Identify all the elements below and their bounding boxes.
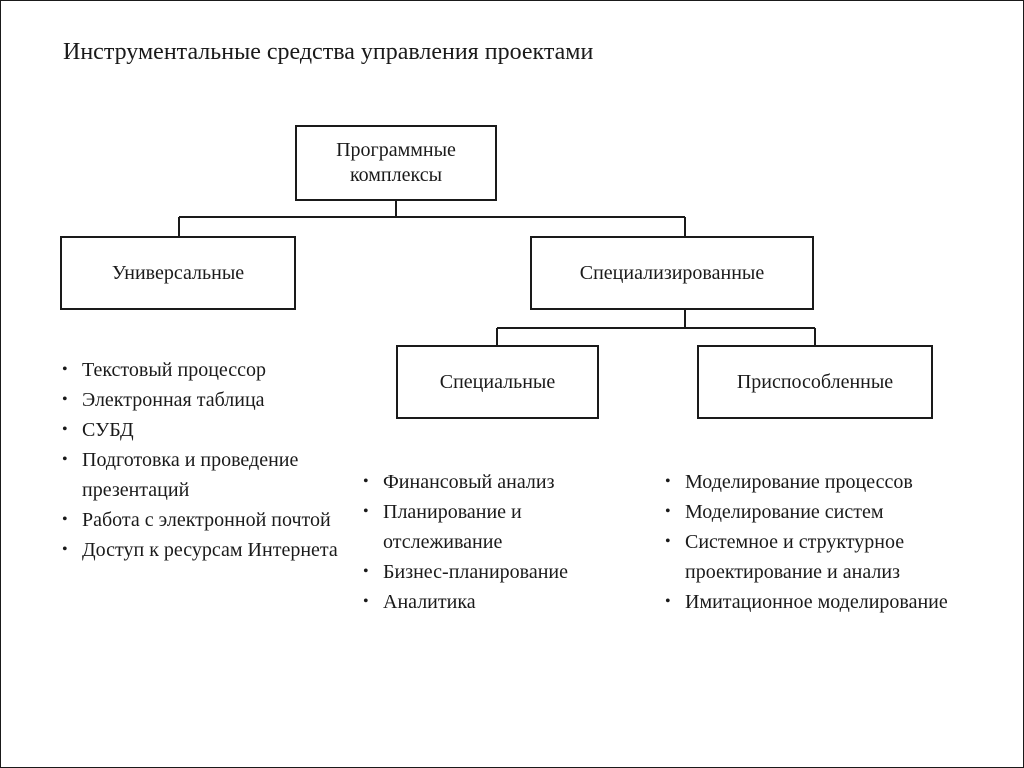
box-adapted: Приспособленные (697, 345, 933, 419)
list-item: Работа с электронной почтой (60, 505, 350, 535)
box-special-label: Специальные (439, 370, 556, 393)
box-universal-label: Универсальные (111, 261, 245, 284)
list-item: СУБД (60, 415, 350, 445)
box-root-line2: комплексы (349, 164, 443, 186)
list-item: Электронная таблица (60, 385, 350, 415)
list-item: Бизнес-планирование (361, 557, 621, 587)
list-item: Имитационное моделирование (663, 587, 983, 617)
box-special: Специальные (396, 345, 599, 419)
list-adapted: Моделирование процессов Моделирование си… (663, 467, 983, 617)
list-special: Финансовый анализ Планирование и отслежи… (361, 467, 621, 617)
list-item: Аналитика (361, 587, 621, 617)
box-specialized: Специализированные (530, 236, 814, 310)
list-item: Моделирование процессов (663, 467, 983, 497)
list-item: Планирование и отслеживание (361, 497, 621, 557)
list-item: Текстовый процессор (60, 355, 350, 385)
box-root-line1: Программные (336, 139, 456, 161)
list-item: Моделирование систем (663, 497, 983, 527)
list-universal: Текстовый процессор Электронная таблица … (60, 355, 350, 565)
list-item: Финансовый анализ (361, 467, 621, 497)
box-specialized-label: Специализированные (579, 261, 765, 284)
list-item: Подготовка и проведение презентаций (60, 445, 350, 505)
box-universal: Универсальные (60, 236, 296, 310)
box-software-complexes: Программные комплексы (295, 125, 497, 201)
list-item: Доступ к ресурсам Интернета (60, 535, 350, 565)
page-title: Инструментальные средства управления про… (63, 39, 594, 65)
list-item: Системное и структурное проектирование и… (663, 527, 983, 587)
box-adapted-label: Приспособленные (736, 370, 894, 393)
